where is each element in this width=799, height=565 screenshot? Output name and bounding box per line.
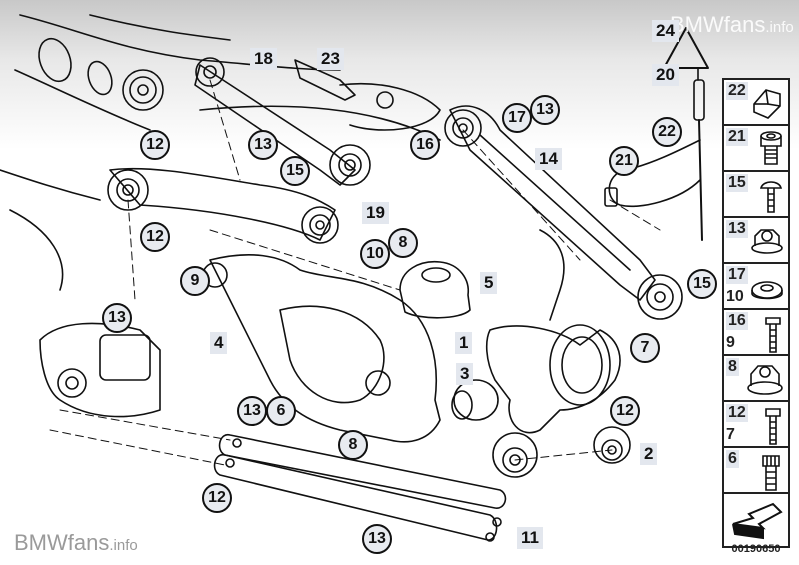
legend-number: 8 [726, 358, 739, 376]
subframe-mount [39, 322, 161, 418]
callout-14[interactable]: 14 [535, 148, 562, 170]
watermark-bottom: BMWfans.info [14, 530, 138, 556]
spring-mount-5 [399, 261, 471, 319]
callout-12-b[interactable]: 12 [140, 222, 170, 252]
part-number-label: 00190650 [731, 543, 781, 555]
callout-12-c[interactable]: 12 [202, 483, 232, 513]
leader-lines [49, 79, 661, 466]
legend-cell-21[interactable]: 21 [724, 126, 788, 172]
rubber-mount-icon [753, 89, 781, 119]
callout-11[interactable]: 11 [517, 527, 543, 549]
callout-22[interactable]: 22 [652, 117, 682, 147]
callout-5[interactable]: 5 [480, 272, 498, 294]
callout-6[interactable]: 6 [266, 396, 296, 426]
callout-15-b[interactable]: 15 [687, 269, 717, 299]
watermark-brand: BMWfans [14, 530, 110, 555]
legend-cell-13[interactable]: 13 [724, 218, 788, 264]
callout-15-a[interactable]: 15 [280, 156, 310, 186]
legend-cell-6[interactable]: 6 [724, 448, 788, 494]
hex-bolt-icon [765, 317, 781, 353]
callout-8-top[interactable]: 8 [388, 228, 418, 258]
hex-socket-bolt-icon [760, 131, 782, 165]
fastener-legend-panel: 22 21 15 13 17 10 [722, 78, 790, 548]
legend-cell-12-7[interactable]: 12 7 [724, 402, 788, 448]
callout-13-a[interactable]: 13 [248, 130, 278, 160]
bushing-2 [593, 426, 631, 464]
watermark-brand: BMWfans [670, 12, 766, 37]
callout-3[interactable]: 3 [456, 363, 474, 385]
legend-number: 21 [726, 128, 748, 146]
upper-link-19 [107, 167, 339, 244]
bracket-23 [294, 59, 441, 131]
watermark-suffix: .info [765, 19, 794, 36]
upper-link-18 [194, 57, 371, 186]
legend-number: 16 [726, 312, 748, 330]
legend-number: 13 [726, 220, 748, 238]
legend-cell-16-9[interactable]: 16 9 [724, 310, 788, 356]
callout-8-bottom[interactable]: 8 [338, 430, 368, 460]
callout-9[interactable]: 9 [180, 266, 210, 296]
bushing-lower [492, 432, 538, 478]
callout-18[interactable]: 18 [250, 48, 277, 70]
legend-number: 6 [726, 450, 739, 468]
front-direction-arrow-icon [732, 502, 783, 540]
wheel-carrier-1 [485, 229, 621, 434]
legend-number-secondary: 10 [726, 288, 744, 305]
legend-number: 15 [726, 174, 748, 192]
subframe-outline [0, 14, 441, 291]
callout-20[interactable]: 20 [652, 64, 679, 86]
legend-number: 17 [726, 266, 748, 284]
callout-23[interactable]: 23 [317, 48, 344, 70]
eccentric-washer-icon [751, 281, 783, 300]
callout-10[interactable]: 10 [360, 239, 390, 269]
callout-13-c[interactable]: 13 [237, 396, 267, 426]
long-hex-bolt-icon [765, 408, 781, 445]
callout-7[interactable]: 7 [630, 333, 660, 363]
torx-bolt-icon [762, 455, 780, 491]
watermark-top: BMWfans.info [670, 12, 794, 38]
callout-4[interactable]: 4 [210, 332, 228, 354]
large-flange-nut-icon [747, 365, 783, 395]
flange-nut-icon [751, 229, 783, 254]
legend-number-secondary: 7 [726, 426, 735, 443]
legend-cell-8[interactable]: 8 [724, 356, 788, 402]
bushing-3 [451, 379, 499, 421]
legend-cell-15[interactable]: 15 [724, 172, 788, 218]
callout-1[interactable]: 1 [455, 332, 473, 354]
legend-cell-22[interactable]: 22 [724, 80, 788, 126]
camber-link-14 [444, 105, 683, 320]
callout-13-b[interactable]: 13 [102, 303, 132, 333]
callout-13-d[interactable]: 13 [362, 524, 392, 554]
callout-16[interactable]: 16 [410, 130, 440, 160]
toe-link-11 [213, 433, 507, 542]
legend-number: 22 [726, 82, 748, 100]
callout-12-a[interactable]: 12 [140, 130, 170, 160]
sensor-assembly [604, 27, 709, 241]
callout-13-e[interactable]: 13 [530, 95, 560, 125]
callout-12-d[interactable]: 12 [610, 396, 640, 426]
callout-2[interactable]: 2 [640, 443, 658, 465]
callout-24[interactable]: 24 [652, 20, 679, 42]
callout-21[interactable]: 21 [609, 146, 639, 176]
legend-cell-17-10[interactable]: 17 10 [724, 264, 788, 310]
collar-bolt-icon [759, 181, 783, 213]
legend-number: 12 [726, 404, 748, 422]
callout-17[interactable]: 17 [502, 103, 532, 133]
legend-number-secondary: 9 [726, 334, 735, 351]
legend-cell-direction [724, 494, 788, 546]
callout-19[interactable]: 19 [362, 202, 389, 224]
watermark-suffix: .info [109, 537, 138, 554]
